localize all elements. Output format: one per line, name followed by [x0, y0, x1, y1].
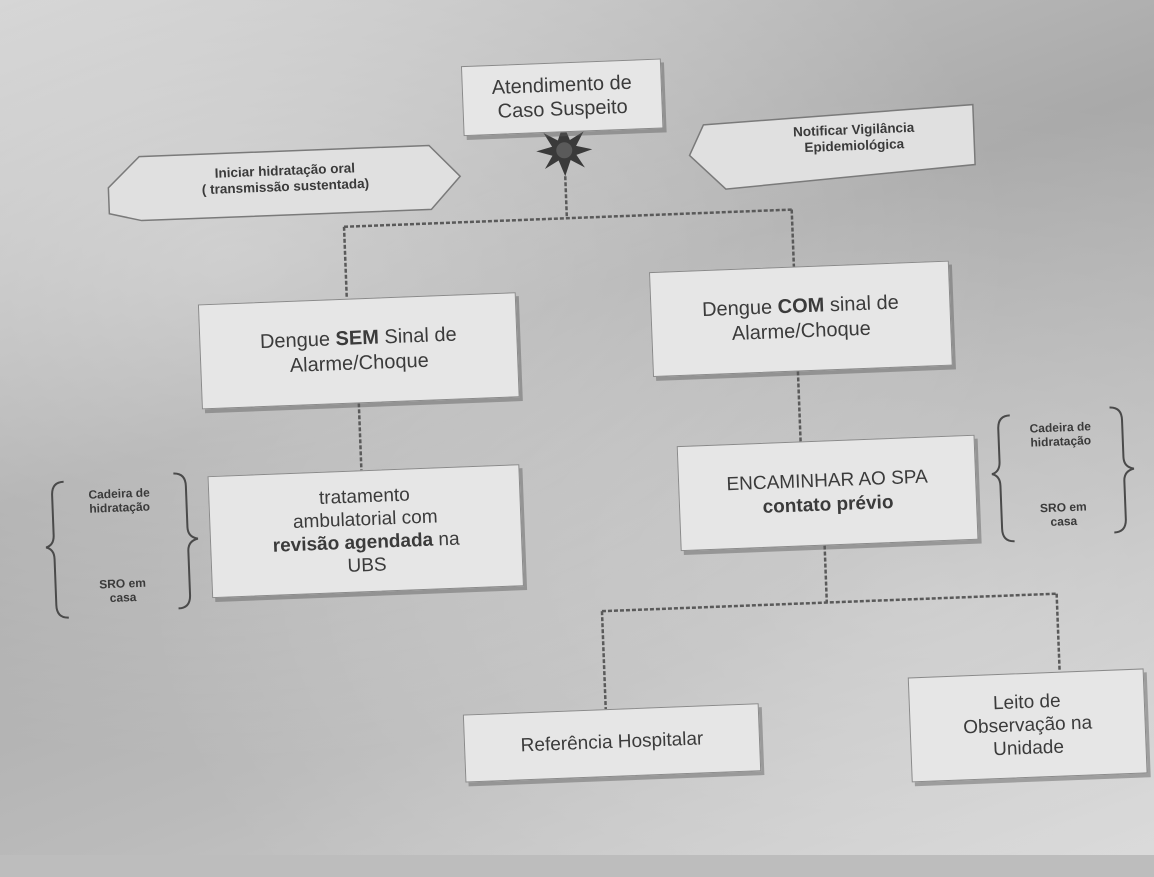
side-note-right: Cadeira de hidratação SRO em casa [1012, 419, 1112, 532]
side-left-line2: hidratação [89, 499, 151, 516]
node-dengue-sem: Dengue SEM Sinal de Alarme/Choque [197, 292, 520, 410]
side-note-right-bottom: SRO em casa [1040, 500, 1088, 530]
node-atendimento-line2: Caso Suspeito [497, 95, 629, 123]
node-tratamento-line4: UBS [347, 554, 387, 578]
node-dengue-com-line2: Alarme/Choque [731, 317, 872, 345]
sem-post: Sinal de [378, 323, 458, 349]
node-tratamento: tratamento ambulatorial com revisão agen… [207, 464, 524, 599]
sem-bold: SEM [335, 326, 380, 351]
sem-pre: Dengue [259, 328, 336, 354]
node-leito-line2: Observação na [962, 712, 1093, 739]
side-left-line4: casa [109, 590, 137, 606]
com-bold: COM [777, 294, 825, 319]
starburst-icon [536, 124, 593, 177]
left-brace-open [45, 480, 69, 619]
right-brace-open [991, 414, 1015, 543]
side-right-line4: casa [1050, 514, 1078, 530]
node-leito-observacao: Leito de Observação na Unidade [907, 668, 1148, 783]
encaminhar-bold: contato prévio [762, 491, 894, 518]
com-pre: Dengue [701, 296, 779, 322]
side-note-left: Cadeira de hidratação SRO em casa [66, 485, 176, 608]
right-arrow-banner [688, 103, 976, 190]
node-tratamento-line1: tratamento [318, 484, 411, 509]
left-arrow-banner [107, 144, 462, 222]
side-note-left-bottom: SRO em casa [99, 576, 147, 606]
node-leito-line3: Unidade [992, 736, 1065, 761]
node-referencia-hospitalar: Referência Hospitalar [462, 703, 762, 783]
right-brace-close [1109, 406, 1135, 534]
side-note-right-top: Cadeira de hidratação [1029, 419, 1092, 450]
node-encaminhar-line2: contato prévio [762, 490, 894, 518]
left-brace-close [173, 472, 199, 610]
node-encaminhar: ENCAMINHAR AO SPA contato prévio [676, 434, 979, 552]
tratamento-post: na [432, 528, 460, 551]
node-referencia-label: Referência Hospitalar [520, 728, 704, 757]
node-dengue-sem-line2: Alarme/Choque [289, 349, 430, 377]
tratamento-bold: revisão agendada [272, 529, 434, 557]
node-leito-line1: Leito de [992, 690, 1061, 714]
node-dengue-com: Dengue COM sinal de Alarme/Choque [648, 260, 953, 378]
com-post: sinal de [823, 291, 900, 317]
node-atendimento: Atendimento de Caso Suspeito [460, 58, 664, 137]
side-note-left-top: Cadeira de hidratação [88, 485, 151, 516]
side-right-line2: hidratação [1030, 433, 1092, 450]
